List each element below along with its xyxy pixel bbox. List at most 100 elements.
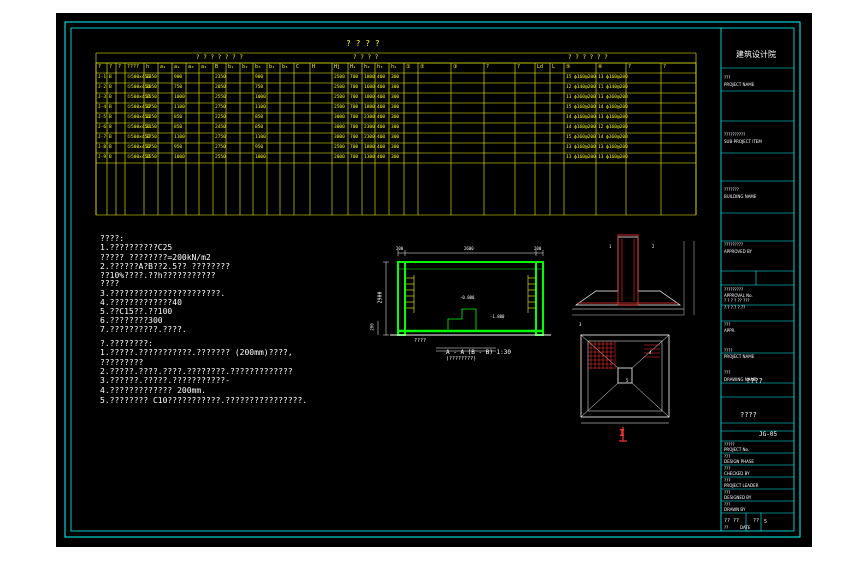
table-cell: 850 [174, 114, 183, 120]
table-col-header: ? [98, 64, 102, 70]
table-cell: 1000 [255, 94, 266, 100]
table-cell: 700 [350, 74, 359, 80]
table-cell: 400 [377, 114, 386, 120]
table-col-header: ⑤ [566, 64, 571, 70]
title-block-sign-row: DESIGN PHASE [724, 459, 754, 464]
sheet-row-1: ?? ?? [724, 518, 740, 524]
table-cell: 300 [391, 114, 400, 120]
table-col-header: ③ [453, 64, 458, 70]
table-title: ? ? ? ? [346, 39, 380, 48]
table-cell: 400 [377, 144, 386, 150]
section-caption: A - A (B - B) 1:30 [446, 349, 512, 356]
table-cell: 300 [391, 124, 400, 130]
table-cell: ①500x450 [127, 124, 150, 130]
table-cell: 1000 [174, 94, 185, 100]
table-cell: 2350 [146, 74, 157, 80]
table-cell: J-2 [98, 84, 107, 90]
table-cell: 850 [174, 124, 183, 130]
table-cell: B [109, 94, 112, 100]
title-block-sign-row: ??? [724, 502, 731, 507]
table-cell: ①500x450 [127, 134, 150, 140]
table-cell: 13 ф160@200 [598, 74, 628, 80]
table-cell: 400 [377, 124, 386, 130]
table-cell: 300 [391, 154, 400, 160]
table-cell: 2150 [146, 124, 157, 130]
table-cell: 850 [255, 124, 264, 130]
title-block-row: APPR. [724, 328, 736, 333]
right-wall [535, 261, 544, 336]
title-block-row: ????????? [724, 287, 744, 292]
detail-label-3: 3 [579, 322, 582, 327]
table-cell: J-1 [98, 74, 107, 80]
section-level-2: -1.800 [490, 314, 505, 319]
table-cell: 1100 [255, 104, 266, 110]
table-col-header: C [296, 64, 300, 70]
table-col-header: a₂ [174, 64, 181, 70]
rebar-ladders [406, 275, 536, 313]
table-cell: B [109, 74, 112, 80]
table-col-header: ? [628, 64, 632, 70]
table-cell: 12 ф160@200 [598, 124, 628, 130]
table-col-header: Hj [334, 64, 341, 70]
table-cell: B [109, 154, 112, 160]
table-cell: J-5 [98, 114, 107, 120]
table-cell: B [109, 144, 112, 150]
table-col-header: h₄ [391, 64, 398, 70]
table-cell: 2550 [215, 154, 226, 160]
title-block-sign-row: ??? [724, 454, 731, 459]
table-cell: 13 ф160@200 [566, 94, 596, 100]
title-block-row: ??? [724, 75, 731, 80]
column-plan [617, 367, 633, 384]
note-line: ??10%????.??h??????????? [100, 271, 216, 280]
table-cell: 2750 [215, 144, 226, 150]
table-cell: 750 [174, 84, 183, 90]
note-line: 5.??C15??.??100 [100, 307, 173, 316]
title-block-row: APPROVAL No. [724, 293, 753, 298]
table-cell: 750 [255, 84, 264, 90]
table-cell: 15 ф160@200 [566, 134, 596, 140]
table-col-header: L [552, 64, 556, 70]
drawing-number: JG-05 [759, 431, 778, 438]
inner-step [447, 308, 477, 331]
table-cell: 2300 [364, 134, 375, 140]
table-cell: ①500x450 [127, 104, 150, 110]
table-cell: 3000 [334, 114, 345, 120]
table-group-header-3: ? ? ? ? ? ? [568, 54, 608, 61]
table-cell: 300 [391, 94, 400, 100]
table-cell: 2350 [215, 74, 226, 80]
table-cell: 1100 [255, 134, 266, 140]
table-col-header: h₂ [364, 64, 371, 70]
table-cell: 900 [255, 74, 264, 80]
foundation-table-grid [95, 52, 697, 216]
section-level-1: -0.800 [460, 295, 475, 300]
table-cell: 2500 [334, 94, 345, 100]
table-cell: J-4 [98, 104, 107, 110]
note-line: ?.????????: [100, 339, 153, 348]
table-cell: ①500x450 [127, 74, 150, 80]
table-cell: 13 ф160@200 [566, 154, 596, 160]
company-name: 建筑设计院 [736, 50, 776, 59]
table-col-header: h [146, 64, 150, 70]
table-cell: 300 [391, 134, 400, 140]
drawing-sheet: ? ? ? ? ? ? ? ? ? ? ? ? ? ? ? ? ? ? ? ? … [56, 13, 812, 547]
table-cell: 950 [174, 144, 183, 150]
table-cell: 13 ф160@200 [566, 144, 596, 150]
table-cell: 13 ф160@200 [598, 94, 628, 100]
table-col-header: ? [663, 64, 667, 70]
table-group-header-2: ? ? ? ? [353, 54, 379, 61]
table-col-header: H [312, 64, 316, 70]
table-cell: 2050 [215, 84, 226, 90]
detail-label-2: 2 [652, 244, 655, 249]
table-cell: 2250 [215, 114, 226, 120]
table-cell: 13 ф160@200 [598, 154, 628, 160]
table-col-header: H₁ [350, 64, 357, 70]
table-cell: B [109, 134, 112, 140]
table-cell: J-8 [98, 144, 107, 150]
plan-section-marker: I [619, 428, 626, 439]
sheet-row-sub-1: ?? [724, 525, 729, 530]
table-cell: 2300 [364, 124, 375, 130]
table-group-header-1: ? ? ? ? ? ? ? [196, 54, 243, 61]
title-block-sign-row: ??? [724, 466, 731, 471]
table-cell: 2550 [146, 154, 157, 160]
title-block-row: ?.? ?.? ?.?? [724, 305, 746, 310]
